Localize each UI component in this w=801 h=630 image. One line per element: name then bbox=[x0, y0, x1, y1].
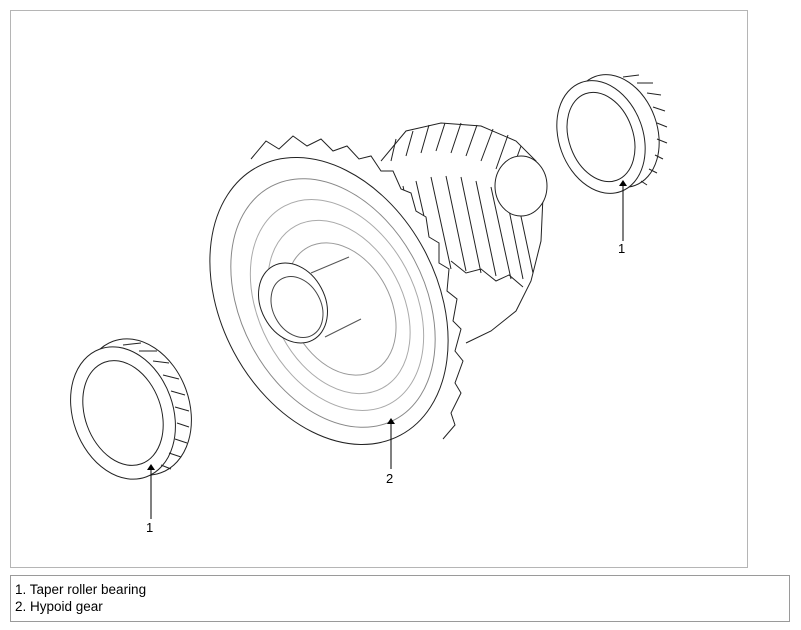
taper-roller-bearing-left bbox=[70, 338, 192, 480]
diagram-frame: 1 1 2 bbox=[10, 10, 748, 568]
hypoid-gear bbox=[209, 122, 548, 445]
pinion-teeth bbox=[380, 122, 548, 344]
callout-label-bearing-left: 1 bbox=[146, 520, 153, 535]
parts-legend: 1. Taper roller bearing 2. Hypoid gear bbox=[10, 575, 790, 622]
exploded-view-drawing: 1 1 2 bbox=[70, 74, 668, 535]
legend-item-taper-roller-bearing: 1. Taper roller bearing bbox=[15, 582, 147, 597]
callout-label-hypoid-gear: 2 bbox=[386, 471, 393, 486]
taper-roller-bearing-right bbox=[556, 74, 668, 194]
legend-item-hypoid-gear: 2. Hypoid gear bbox=[15, 599, 103, 614]
callout-label-bearing-right: 1 bbox=[618, 241, 625, 256]
